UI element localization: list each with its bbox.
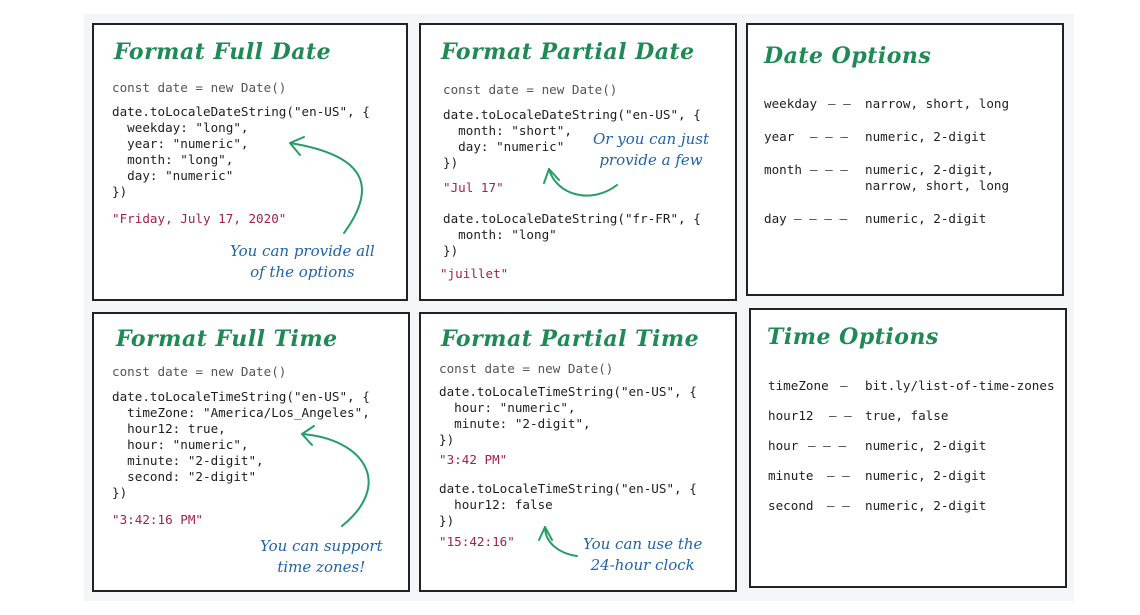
option-row: weekday — — narrow, short, long bbox=[764, 96, 1054, 112]
panel-format-partial-time: Format Partial Time const date = new Dat… bbox=[419, 312, 737, 592]
code-block-2: date.toLocaleTimeString("en-US", { hour1… bbox=[439, 481, 697, 528]
arrow-icon bbox=[289, 136, 363, 234]
code-block: date.toLocaleDateString("en-US", { weekd… bbox=[112, 104, 370, 199]
panel-format-partial-date: Format Partial Date const date = new Dat… bbox=[419, 23, 737, 301]
annotation-note: You can provide all of the options bbox=[230, 241, 375, 283]
code-block: date.toLocaleTimeString("en-US", { timeZ… bbox=[112, 389, 370, 500]
note-line: Or you can just bbox=[593, 130, 709, 148]
time-declaration: const date = new Date() bbox=[439, 361, 614, 376]
note-line: time zones! bbox=[277, 558, 366, 576]
option-key: day bbox=[764, 211, 787, 226]
note-line: provide a few bbox=[599, 151, 703, 169]
option-key: timeZone bbox=[768, 378, 829, 393]
option-value: numeric, 2-digit bbox=[865, 211, 986, 227]
note-line: You can provide all bbox=[230, 242, 375, 260]
option-dashes: — bbox=[840, 378, 848, 393]
option-dashes: — — — — bbox=[794, 211, 848, 226]
option-value-line: true, false bbox=[865, 408, 949, 423]
panel-format-full-time: Format Full Time const date = new Date()… bbox=[92, 312, 410, 592]
option-dashes: — — bbox=[828, 96, 851, 111]
option-row: hour12 — — true, false bbox=[768, 408, 1058, 424]
panel-title: Time Options bbox=[767, 324, 939, 350]
option-key: hour12 bbox=[768, 408, 814, 423]
result-output-1: "3:42 PM" bbox=[439, 452, 508, 467]
result-output: "Friday, July 17, 2020" bbox=[112, 211, 287, 226]
option-row: day — — — — numeric, 2-digit bbox=[764, 211, 1054, 227]
note-line: You can use the bbox=[583, 535, 703, 553]
option-key: month bbox=[764, 162, 802, 177]
annotation-note: Or you can just provide a few bbox=[593, 129, 709, 171]
option-row: hour — — — numeric, 2-digit bbox=[768, 438, 1058, 454]
date-declaration: const date = new Date() bbox=[112, 80, 287, 95]
option-key: minute bbox=[768, 468, 814, 483]
arrow-icon bbox=[301, 425, 370, 527]
option-dashes: — — — bbox=[808, 438, 846, 453]
option-key: hour bbox=[768, 438, 799, 453]
option-value-line: numeric, 2-digit bbox=[865, 468, 987, 483]
annotation-note: You can use the 24-hour clock bbox=[583, 534, 702, 576]
option-value: numeric, 2-digit,narrow, short, long bbox=[865, 162, 1009, 194]
option-key: year bbox=[764, 129, 795, 144]
option-value-line: numeric, 2-digit bbox=[865, 438, 987, 453]
option-value: numeric, 2-digit bbox=[865, 468, 986, 484]
option-row: timeZone — bit.ly/list-of-time-zones bbox=[768, 378, 1058, 394]
option-row: minute — — numeric, 2-digit bbox=[768, 468, 1058, 484]
option-value-line: narrow, short, long bbox=[865, 178, 1010, 193]
option-key: second bbox=[768, 498, 814, 513]
option-dashes: — — bbox=[827, 498, 850, 513]
result-output-1: "Jul 17" bbox=[443, 180, 504, 195]
option-value: numeric, 2-digit bbox=[865, 498, 986, 514]
option-value: narrow, short, long bbox=[865, 96, 1009, 112]
annotation-note: You can support time zones! bbox=[260, 536, 383, 578]
result-output-2: "15:42:16" bbox=[439, 534, 515, 549]
time-declaration: const date = new Date() bbox=[112, 364, 287, 379]
option-value-line: numeric, 2-digit bbox=[865, 211, 987, 226]
arrow-icon bbox=[543, 168, 618, 197]
panel-title: Date Options bbox=[764, 43, 932, 69]
panel-format-full-date: Format Full Date const date = new Date()… bbox=[92, 23, 408, 301]
option-value: numeric, 2-digit bbox=[865, 129, 986, 145]
note-line: You can support bbox=[260, 537, 383, 555]
panel-time-options: Time Options timeZone — bit.ly/list-of-tim… bbox=[749, 308, 1067, 588]
option-value-line: numeric, 2-digit, bbox=[865, 162, 994, 177]
option-value: numeric, 2-digit bbox=[865, 438, 986, 454]
option-value: true, false bbox=[865, 408, 948, 424]
option-row: month — — — numeric, 2-digit,narrow, short… bbox=[764, 162, 1054, 194]
code-block-1: date.toLocaleDateString("en-US", { month… bbox=[443, 107, 701, 170]
panel-title: Format Partial Time bbox=[441, 326, 700, 352]
option-dashes: — — bbox=[827, 468, 850, 483]
option-row: second — — numeric, 2-digit bbox=[768, 498, 1058, 514]
option-value-line: numeric, 2-digit bbox=[865, 129, 987, 144]
option-key: weekday bbox=[764, 96, 818, 111]
option-dashes: — — — bbox=[810, 129, 848, 144]
result-output-2: "juillet" bbox=[440, 266, 509, 281]
code-block-2: date.toLocaleDateString("fr-FR", { month… bbox=[443, 211, 701, 258]
code-block-1: date.toLocaleTimeString("en-US", { hour:… bbox=[439, 384, 697, 447]
option-row: year — — — numeric, 2-digit bbox=[764, 129, 1054, 145]
option-value-line: narrow, short, long bbox=[865, 96, 1010, 111]
option-value-line: bit.ly/list-of-time-zones bbox=[865, 378, 1055, 393]
option-dashes: — — bbox=[829, 408, 852, 423]
panel-title: Format Full Time bbox=[116, 326, 338, 352]
option-dashes: — — — bbox=[810, 162, 848, 177]
panel-title: Format Full Date bbox=[114, 39, 332, 65]
note-line: 24-hour clock bbox=[590, 556, 695, 574]
panel-title: Format Partial Date bbox=[441, 39, 695, 65]
panel-date-options: Date Options weekday — — narrow, short, lo… bbox=[746, 23, 1064, 296]
date-declaration: const date = new Date() bbox=[443, 82, 618, 97]
option-value: bit.ly/list-of-time-zones bbox=[865, 378, 1055, 394]
option-value-line: numeric, 2-digit bbox=[865, 498, 987, 513]
result-output: "3:42:16 PM" bbox=[112, 512, 203, 527]
note-line: of the options bbox=[250, 263, 355, 281]
arrow-icon bbox=[538, 526, 578, 557]
